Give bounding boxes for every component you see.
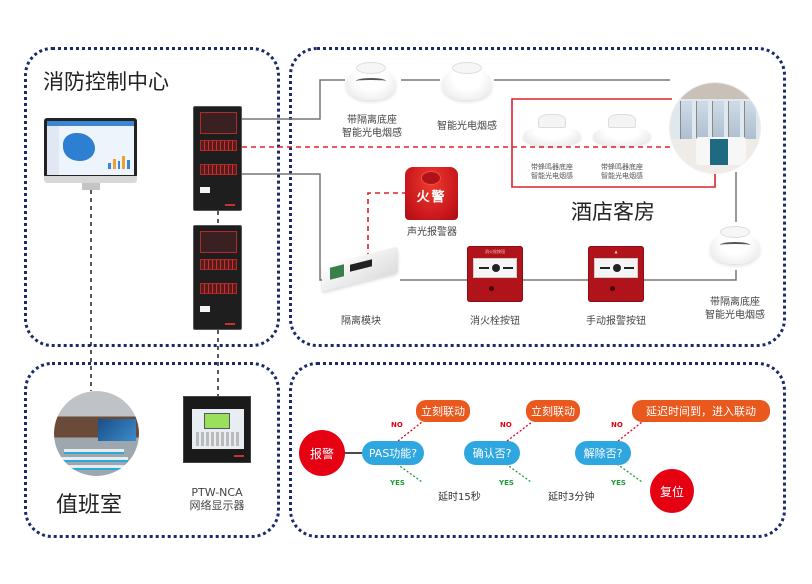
flow-delay-3min: 延时3分钟 (548, 492, 595, 503)
bar-graphic (108, 155, 130, 169)
flow-decision-clear: 解除否? (575, 441, 631, 465)
flow-delay-15s: 延时15秒 (438, 492, 481, 503)
smoke-detector-buzzer-base-2 (593, 112, 651, 152)
flow-node-reset: 复位 (650, 469, 694, 513)
sound-light-alarm: 火警 (405, 167, 458, 220)
flow-label-no: NO (500, 421, 512, 429)
smoke-detector-isolation-base-2 (708, 222, 762, 266)
zone-title-hotel-room: 酒店客房 (571, 200, 655, 224)
smart-smoke-detector (440, 58, 494, 102)
hotel-room-photo (670, 83, 760, 173)
smoke-detector-isolation-base (344, 58, 398, 102)
fire-alarm-controller-cabinet (193, 106, 242, 211)
network-display-panel (183, 396, 251, 463)
monitor-screen (44, 118, 137, 178)
flow-label-yes: YES (499, 479, 514, 487)
manual-alarm-button: ▲ (588, 246, 644, 302)
zone-title-duty-room: 值班室 (56, 493, 123, 518)
zone-title-control-center: 消防控制中心 (43, 70, 169, 94)
flow-decision-pas: PAS功能? (362, 441, 424, 465)
smoke-detector-buzzer-base (523, 112, 581, 152)
device-label: 消火栓按钮 (470, 316, 520, 327)
device-label: 带蜂鸣器底座 智能光电烟感 (601, 163, 643, 180)
device-label: 智能光电烟感 (437, 121, 497, 132)
monitoring-computer (44, 118, 137, 190)
flow-label-yes: YES (390, 479, 405, 487)
zone-duty-room (24, 362, 280, 538)
fire-hydrant-button: 消火栓按钮 (467, 246, 523, 302)
device-label: 声光报警器 (407, 227, 457, 238)
flame-icon: ▲ (614, 249, 618, 254)
flow-action-immediate-1: 立刻联动 (416, 400, 470, 422)
device-label: 隔离模块 (341, 316, 381, 327)
flow-action-immediate-2: 立刻联动 (526, 400, 580, 422)
flow-label-no: NO (611, 421, 623, 429)
device-label: 带隔离底座 智能光电烟感 (705, 297, 765, 321)
device-label: 带隔离底座 智能光电烟感 (342, 115, 402, 139)
flow-action-delayed: 延迟时间到，进入联动 (632, 400, 770, 422)
fire-alarm-controller-cabinet-2 (193, 225, 242, 330)
map-graphic (63, 133, 95, 161)
alarm-face-text: 火警 (416, 190, 447, 205)
zone-alarm-flowchart (289, 362, 786, 538)
device-label: 带蜂鸣器底座 智能光电烟感 (531, 163, 573, 180)
device-label: 手动报警按钮 (586, 316, 646, 327)
flow-label-yes: YES (611, 479, 626, 487)
duty-room-photo (54, 391, 139, 476)
flow-node-alarm: 报警 (299, 430, 345, 476)
flow-label-no: NO (391, 421, 403, 429)
device-label: PTW-NCA 网络显示器 (189, 486, 245, 512)
isolation-module (322, 246, 402, 292)
flow-decision-confirm: 确认否? (464, 441, 520, 465)
